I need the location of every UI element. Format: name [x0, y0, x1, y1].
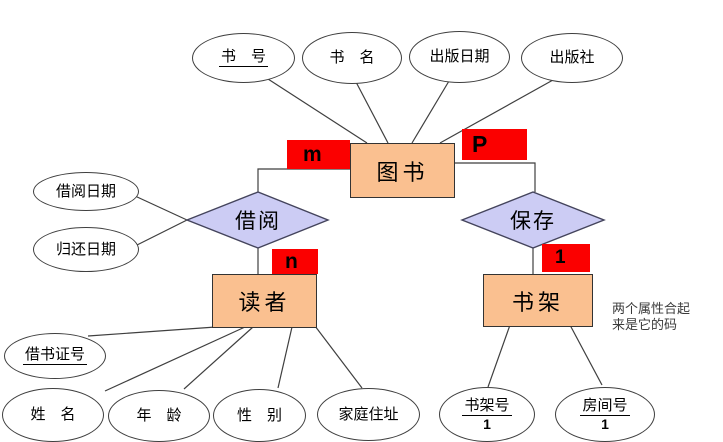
attribute-label: 书架号: [462, 396, 512, 416]
entity-label: 书架: [511, 289, 564, 315]
attribute-ellipse-book-name: 书 名: [302, 32, 402, 84]
attribute-label: 书 号: [218, 48, 268, 67]
entity-label: 读者: [238, 290, 291, 315]
attribute-label: 书 名: [329, 49, 375, 67]
relationship-label-store: 保存: [510, 210, 556, 233]
cardinality-p-label: P: [462, 129, 527, 160]
attribute-ellipse-borrow-date: 借阅日期: [33, 172, 139, 211]
attribute-label: 借阅日期: [55, 182, 116, 200]
attribute-label: 归还日期: [55, 240, 116, 258]
attribute-label: 房间号: [580, 396, 630, 416]
attribute-label: 出版日期: [429, 48, 490, 66]
attribute-ellipse-publisher: 出版社: [521, 33, 623, 83]
cardinality-1-label: 1: [542, 244, 590, 272]
relationship-label-borrow: 借阅: [235, 210, 281, 233]
cardinality-n-label: n: [272, 249, 318, 274]
store-relationship-diamond: [460, 191, 606, 249]
entity-label: 图书: [376, 159, 429, 185]
attribute-ellipse-return-date: 归还日期: [33, 227, 139, 272]
note-line-2: 来是它的码: [612, 316, 678, 332]
entity-shelf: 书架: [483, 274, 593, 327]
attribute-cardinality: 1: [483, 415, 491, 432]
attribute-ellipse-age: 年 龄: [108, 390, 210, 442]
attribute-ellipse-room-no: 房间号 1: [555, 387, 655, 442]
attribute-cardinality: 1: [601, 415, 609, 432]
attribute-label: 姓 名: [30, 406, 76, 424]
attribute-label: 年 龄: [136, 407, 182, 425]
attribute-ellipse-card-no: 借书证号: [4, 333, 106, 379]
composite-key-note: 两个属性合起 来是它的码: [612, 301, 690, 332]
attribute-ellipse-pub-date: 出版日期: [409, 31, 510, 83]
entity-reader: 读者: [212, 274, 317, 328]
attribute-ellipse-address: 家庭住址: [317, 388, 420, 441]
borrow-relationship-diamond: [185, 191, 330, 249]
attribute-label: 出版社: [549, 49, 595, 67]
attribute-label: 性 别: [236, 406, 282, 424]
attribute-label: 家庭住址: [338, 405, 399, 423]
note-line-1: 两个属性合起: [612, 301, 691, 316]
attribute-ellipse-shelf-no: 书架号 1: [439, 387, 535, 442]
cardinality-m-label: m: [287, 140, 350, 169]
attribute-ellipse-book-id: 书 号: [192, 33, 295, 83]
entity-book: 图书: [350, 143, 455, 198]
attribute-label: 借书证号: [22, 346, 87, 365]
attribute-ellipse-name: 姓 名: [2, 388, 104, 442]
attribute-ellipse-gender: 性 别: [213, 389, 306, 442]
